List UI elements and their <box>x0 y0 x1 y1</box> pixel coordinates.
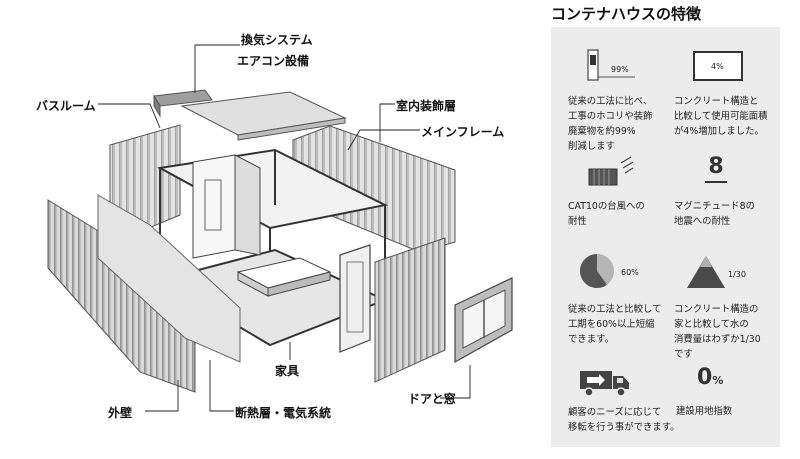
water-triangle-icon <box>686 255 726 289</box>
side-door-panel <box>339 244 371 353</box>
feature-water-line-3: 消費量はわずか1/30 <box>674 334 761 345</box>
right-side-wall-panel <box>374 237 446 383</box>
bathroom-unit <box>192 154 261 259</box>
value-0-unit: % <box>712 374 724 387</box>
feature-relocation-line-2: 移転を行う事ができます。 <box>568 422 680 433</box>
leader-lines <box>98 44 471 412</box>
furniture-bed <box>236 257 332 297</box>
label-aircon: エアコン設備 <box>237 54 310 68</box>
feature-water-line-4: です <box>674 349 693 360</box>
feature-quake-line-1: マグニチュード8の <box>674 201 755 212</box>
features-title: コンテナハウスの特徴 <box>551 5 702 23</box>
value-1-30: 1/30 <box>728 270 746 279</box>
label-bathroom: バスルーム <box>36 99 96 113</box>
value-4: 4% <box>711 62 724 71</box>
door-window-frame <box>454 277 513 364</box>
floor-area-icon <box>693 51 743 81</box>
value-99: 99% <box>611 65 629 74</box>
label-insulation: 断熱層・電気系統 <box>235 406 332 420</box>
feature-schedule-line-2: 工期を60%以上短縮 <box>568 319 655 330</box>
pie-chart-icon <box>579 253 615 289</box>
label-ventilation: 換気システム <box>241 33 313 47</box>
feature-typhoon-line-1: CAT10の台風への <box>568 201 645 212</box>
exploded-container-diagram: 換気システム エアコン設備 バスルーム 室内装飾層 メインフレーム 家具 外壁 … <box>36 33 513 420</box>
zero-percent-icon: 0% <box>697 365 737 395</box>
label-main-frame: メインフレーム <box>421 125 505 139</box>
feature-relocation-line-1: 顧客のニーズに応じて <box>568 407 662 418</box>
label-furniture: 家具 <box>275 364 300 378</box>
magnitude-icon: 8 <box>705 155 727 187</box>
insulation-panel <box>97 194 241 363</box>
feature-schedule-line-3: できます。 <box>568 334 614 345</box>
wind-container-icon <box>587 155 635 187</box>
feature-waste-line-1: 従来の工法に比べ、 <box>568 96 653 107</box>
container-illustration <box>47 44 513 412</box>
feature-typhoon-line-2: 耐性 <box>568 216 587 227</box>
feature-waste-line-2: 工事のホコリや装飾 <box>568 111 653 122</box>
feature-schedule-line-1: 従来の工法と比較して <box>568 304 662 315</box>
feature-water-line-1: コンクリート構造の <box>674 304 759 315</box>
feature-quake-line-2: 地震への耐性 <box>674 216 731 227</box>
feature-area-line-1: コンクリート構造と <box>674 96 759 107</box>
value-60: 60% <box>621 268 639 277</box>
roof-panel <box>153 89 347 141</box>
feature-water-line-2: 家と比較して水の <box>674 319 749 330</box>
feature-area-line-2: 比較して使用可能面積 <box>674 111 768 122</box>
feature-site-line-1: 建設用地指数 <box>676 406 733 417</box>
feature-waste-line-3: 廃棄物を約99% <box>568 126 636 137</box>
truck-icon <box>579 367 631 397</box>
feature-waste-line-4: 削減します <box>568 141 615 152</box>
label-interior: 室内装飾層 <box>396 99 457 113</box>
label-door-window: ドアと窓 <box>408 392 456 406</box>
value-8: 8 <box>708 154 724 179</box>
waste-bin-icon <box>587 49 637 81</box>
label-exterior-wall: 外壁 <box>108 406 133 420</box>
value-0: 0 <box>697 365 713 390</box>
feature-area-line-3: が4%増加しました。 <box>674 126 764 137</box>
features-panel: 99% 従来の工法に比べ、 工事のホコリや装飾 廃棄物を約99% 削減します 4… <box>551 27 780 447</box>
